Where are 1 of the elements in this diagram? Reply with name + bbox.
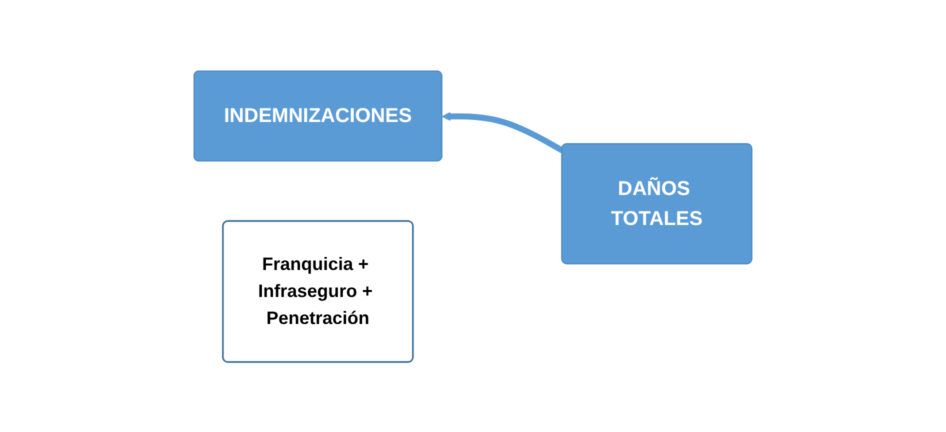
arrow [442, 112, 564, 153]
